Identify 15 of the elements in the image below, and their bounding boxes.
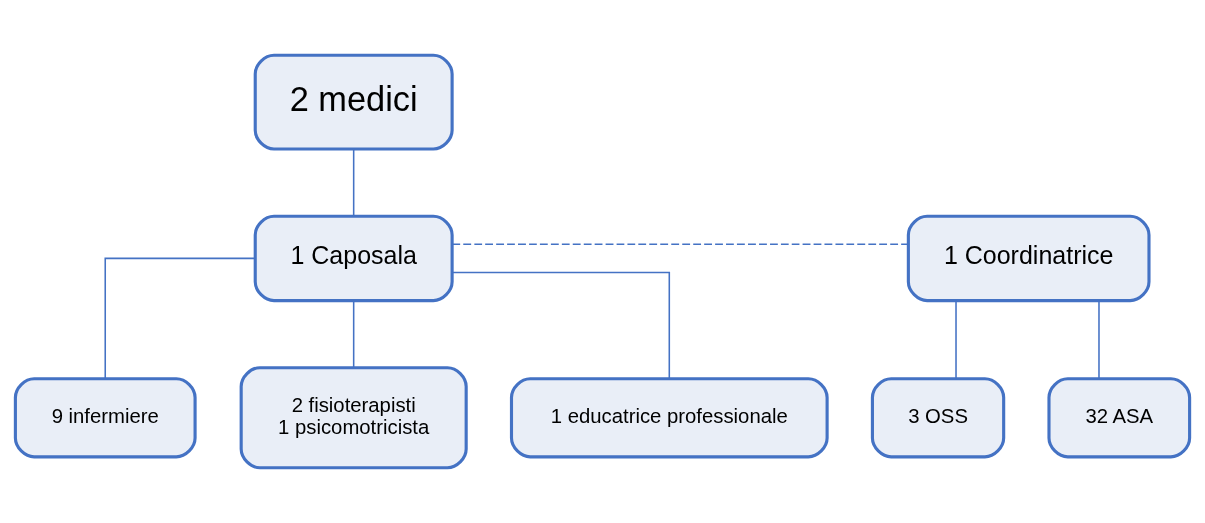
connector — [451, 243, 909, 246]
connector — [352, 299, 355, 369]
node-box: 2 fisioterapisti 1 psicomotricista — [239, 366, 468, 470]
node-box: 32 ASA — [1047, 377, 1192, 459]
node-box: 2 medici — [253, 53, 454, 151]
connector — [352, 148, 355, 217]
node-box: 1 Caposala — [253, 214, 454, 303]
node-box: 9 infermiere — [13, 377, 197, 459]
connector — [104, 257, 256, 380]
connector — [955, 299, 957, 380]
node-box: 1 educatrice professionale — [509, 377, 829, 459]
connector — [1098, 299, 1100, 380]
connector — [451, 271, 671, 379]
node-box: 1 Coordinatrice — [906, 214, 1151, 303]
node-box: 3 OSS — [870, 377, 1006, 459]
